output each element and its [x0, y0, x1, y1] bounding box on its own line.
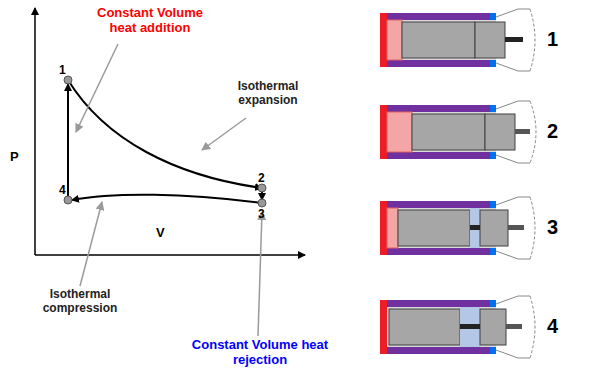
callout-number: 1	[547, 28, 567, 51]
engine-state-2	[380, 101, 536, 163]
axis-label: V	[156, 226, 172, 241]
leader-line	[202, 118, 246, 150]
callout-number: 4	[547, 315, 567, 338]
state-number: 2	[258, 172, 270, 186]
process-line	[68, 80, 262, 188]
state-point	[64, 76, 72, 84]
state-point	[258, 199, 266, 207]
leader-line	[76, 44, 118, 132]
callout-number: 3	[547, 216, 567, 239]
engine-state-3	[380, 197, 535, 259]
callout-number: 2	[547, 120, 567, 143]
axis-label: P	[10, 150, 26, 165]
process-line	[72, 195, 262, 203]
state-number: 3	[258, 208, 270, 222]
process-line	[67, 84, 69, 200]
engine-state-4	[380, 296, 535, 358]
leader-line	[258, 212, 262, 336]
engine-state-1	[380, 9, 535, 71]
leader-line	[80, 202, 102, 286]
state-point	[258, 184, 266, 192]
p-axis	[34, 8, 36, 255]
state-number: 1	[59, 64, 71, 78]
process-label: Isothermal compression	[30, 288, 130, 316]
state-number: 4	[59, 184, 71, 198]
v-axis	[35, 254, 305, 256]
state-point	[64, 196, 72, 204]
process-label: Isothermal expansion	[226, 80, 310, 108]
process-label: Constant Volume heat addition	[92, 6, 208, 36]
process-label: Constant Volume heat rejection	[190, 338, 330, 368]
